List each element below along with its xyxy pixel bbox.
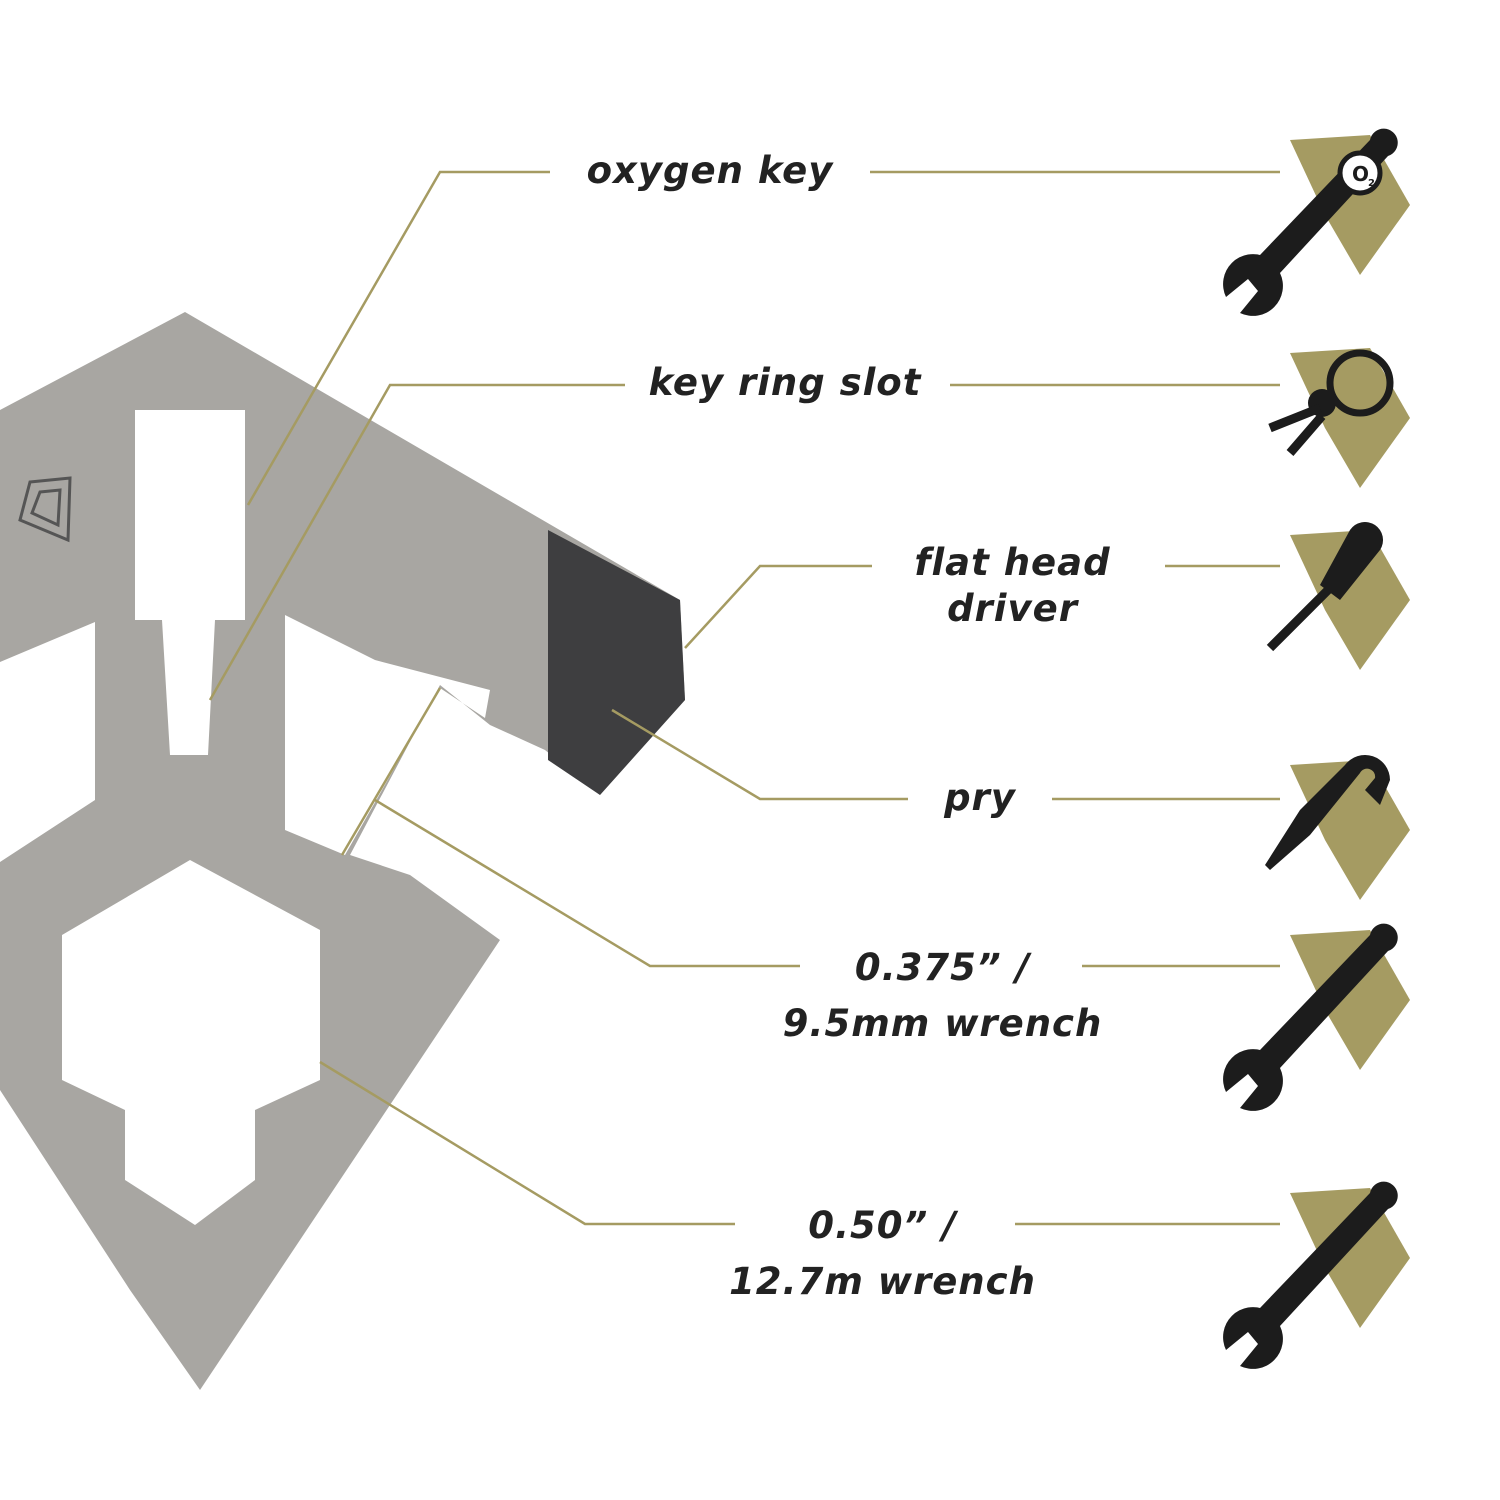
label-key-ring-slot: key ring slot (648, 361, 922, 404)
label-oxygen-key: oxygen key (586, 149, 834, 192)
logo-engraving (18, 476, 72, 543)
label-line: 0.375” / (854, 946, 1031, 989)
label-12-7mm-wrench: 0.50” / 12.7m wrench (715, 1198, 1050, 1310)
label-line: flat head (914, 541, 1111, 584)
label-flat-head-driver: flat head driver (880, 540, 1145, 632)
wrench-icon-9-5mm (1223, 923, 1410, 1111)
key-ring-icon (1268, 348, 1410, 488)
flat-head-blade (548, 530, 685, 795)
svg-text:O: O (1352, 162, 1369, 186)
screwdriver-icon (1266, 521, 1410, 670)
svg-text:2: 2 (1368, 178, 1375, 189)
oxygen-wrench-icon: O 2 (1223, 128, 1410, 316)
wrench-icon-12-7mm (1223, 1181, 1410, 1369)
label-line: 12.7m wrench (729, 1260, 1036, 1303)
label-pry: pry (944, 776, 1016, 819)
label-line: 0.50” / (808, 1204, 957, 1247)
label-9-5mm-wrench: 0.375” / 9.5mm wrench (765, 940, 1120, 1052)
pry-bar-icon (1265, 755, 1410, 900)
multitool-body (0, 312, 685, 1390)
leader-lines (208, 170, 1280, 1226)
label-line: 9.5mm wrench (782, 1002, 1103, 1045)
label-line: driver (947, 587, 1078, 630)
